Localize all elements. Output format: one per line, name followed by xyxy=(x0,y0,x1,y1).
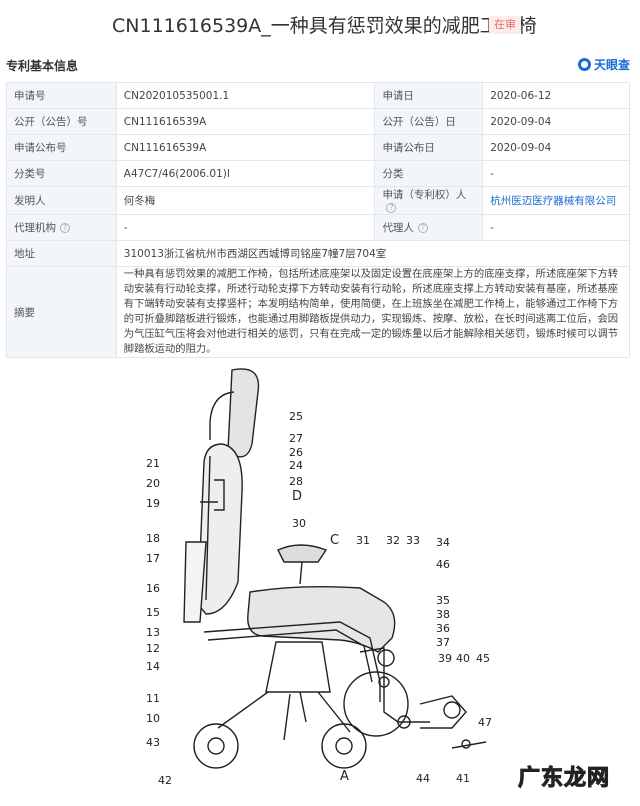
agent-label-text: 代理人 xyxy=(382,222,414,234)
fig-label: 32 xyxy=(386,534,400,547)
application-no-value: CN202010535001.1 xyxy=(115,82,376,109)
table-row: 代理机构? - 代理人? - xyxy=(6,214,630,241)
application-date-value: 2020-06-12 xyxy=(482,82,630,109)
fig-label: 19 xyxy=(146,497,160,510)
classification-label: 分类号 xyxy=(6,160,117,187)
fig-label: 47 xyxy=(478,716,492,729)
fig-label: 31 xyxy=(356,534,370,547)
app-pub-date-value: 2020-09-04 xyxy=(482,134,630,161)
abstract-label: 摘要 xyxy=(6,266,117,358)
title-bar: CN111616539A_一种具有惩罚效果的减肥工作椅 在审 xyxy=(0,0,640,48)
fig-label: 39 xyxy=(438,652,452,665)
fig-label: 25 xyxy=(289,410,303,423)
app-pub-no-label: 申请公布号 xyxy=(6,134,117,161)
fig-label: 45 xyxy=(476,652,490,665)
fig-label: 11 xyxy=(146,692,160,705)
publication-date-label: 公开（公告）日 xyxy=(374,108,484,135)
tianyancha-logo-icon xyxy=(577,58,591,71)
fig-label: 27 xyxy=(289,432,303,445)
fig-label: 38 xyxy=(436,608,450,621)
page-title: CN111616539A_一种具有惩罚效果的减肥工作椅 xyxy=(112,15,537,37)
agency-label-text: 代理机构 xyxy=(14,222,56,234)
applicant-label: 申请（专利权）人? xyxy=(374,186,484,215)
fig-label: 42 xyxy=(158,774,172,787)
applicant-link[interactable]: 杭州医迈医疗器械有限公司 xyxy=(482,186,630,215)
app-pub-date-label: 申请公布日 xyxy=(374,134,484,161)
question-circle-icon[interactable]: ? xyxy=(417,223,428,233)
fig-label: 18 xyxy=(146,532,160,545)
table-row: 公开（公告）号 CN111616539A 公开（公告）日 2020-09-04 xyxy=(6,108,630,135)
table-row: 地址 310013浙江省杭州市西湖区西城博司铭座7幢7层704室 xyxy=(6,240,631,267)
fig-label: 14 xyxy=(146,660,160,673)
agency-value: - xyxy=(115,214,376,241)
application-no-label: 申请号 xyxy=(6,82,117,109)
fig-label: 33 xyxy=(406,534,420,547)
patent-info-table: 申请号 CN202010535001.1 申请日 2020-06-12 公开（公… xyxy=(6,82,631,358)
fig-label: 36 xyxy=(436,622,450,635)
inventor-value: 何冬梅 xyxy=(115,186,376,215)
fig-label: D xyxy=(292,489,302,504)
table-row: 申请公布号 CN111616539A 申请公布日 2020-09-04 xyxy=(6,134,630,161)
brand-link[interactable]: 天眼查 xyxy=(577,56,630,73)
fig-label: 13 xyxy=(146,626,160,639)
fig-label: 43 xyxy=(146,736,160,749)
address-label: 地址 xyxy=(6,240,117,267)
chair-diagram: 25 27 26 24 28 21 20 19 D 30 31 C 32 33 … xyxy=(146,368,492,787)
fig-label: 24 xyxy=(289,459,303,472)
fig-label: C xyxy=(330,533,339,548)
status-badge: 在审 xyxy=(489,16,521,34)
agent-value: - xyxy=(482,214,630,241)
question-circle-icon[interactable]: ? xyxy=(60,223,70,233)
fig-label: 40 xyxy=(456,652,470,665)
fig-label: 30 xyxy=(292,517,306,530)
address-value: 310013浙江省杭州市西湖区西城博司铭座7幢7层704室 xyxy=(115,240,631,267)
table-row: 申请号 CN202010535001.1 申请日 2020-06-12 xyxy=(6,82,630,109)
figure-labels: 25 27 26 24 28 21 20 19 D 30 31 C 32 33 … xyxy=(146,410,492,787)
publication-no-label: 公开（公告）号 xyxy=(6,108,117,135)
agency-label: 代理机构? xyxy=(6,214,117,241)
section-title: 专利基本信息 xyxy=(6,59,79,73)
watermark-logo: 广东龙网 xyxy=(517,766,611,792)
fig-label: 10 xyxy=(146,712,160,725)
brand-label: 天眼查 xyxy=(593,58,630,72)
fig-label: 26 xyxy=(289,446,303,459)
agent-label: 代理人? xyxy=(374,214,484,241)
fig-label: 35 xyxy=(436,594,450,607)
fig-label: 41 xyxy=(456,772,470,785)
category-value: - xyxy=(482,160,630,187)
fig-label: 44 xyxy=(416,772,430,785)
patent-drawing: 25 27 26 24 28 21 20 19 D 30 31 C 32 33 … xyxy=(0,352,640,806)
table-row: 摘要 一种具有惩罚效果的减肥工作椅，包括所述底座架以及固定设置在底座架上方的底座… xyxy=(6,266,631,358)
section-header: 专利基本信息 天眼查 xyxy=(0,52,640,78)
publication-no-value: CN111616539A xyxy=(115,108,376,135)
applicant-label-text: 申请（专利权）人 xyxy=(382,189,467,201)
application-date-label: 申请日 xyxy=(374,82,484,109)
fig-label: 20 xyxy=(146,477,160,490)
fig-label: A xyxy=(340,769,349,784)
abstract-value: 一种具有惩罚效果的减肥工作椅，包括所述底座架以及固定设置在底座架上方的底座支撑，… xyxy=(115,266,631,358)
inventor-label: 发明人 xyxy=(6,186,117,215)
fig-label: 46 xyxy=(436,558,450,571)
app-pub-no-value: CN111616539A xyxy=(115,134,376,161)
fig-label: 37 xyxy=(436,636,450,649)
table-row: 分类号 A47C7/46(2006.01)I 分类 - xyxy=(6,160,630,187)
publication-date-value: 2020-09-04 xyxy=(482,108,630,135)
fig-label: 34 xyxy=(436,536,450,549)
fig-label: 12 xyxy=(146,642,160,655)
fig-label: 16 xyxy=(146,582,160,595)
question-circle-icon[interactable]: ? xyxy=(386,203,397,213)
fig-label: 21 xyxy=(146,457,160,470)
fig-label: 28 xyxy=(289,475,303,488)
category-label: 分类 xyxy=(374,160,484,187)
chair-drawing-lines xyxy=(183,368,487,769)
fig-label: 17 xyxy=(146,552,160,565)
table-row: 发明人 何冬梅 申请（专利权）人? 杭州医迈医疗器械有限公司 xyxy=(6,186,630,215)
fig-label: 15 xyxy=(146,606,160,619)
classification-value: A47C7/46(2006.01)I xyxy=(115,160,376,187)
